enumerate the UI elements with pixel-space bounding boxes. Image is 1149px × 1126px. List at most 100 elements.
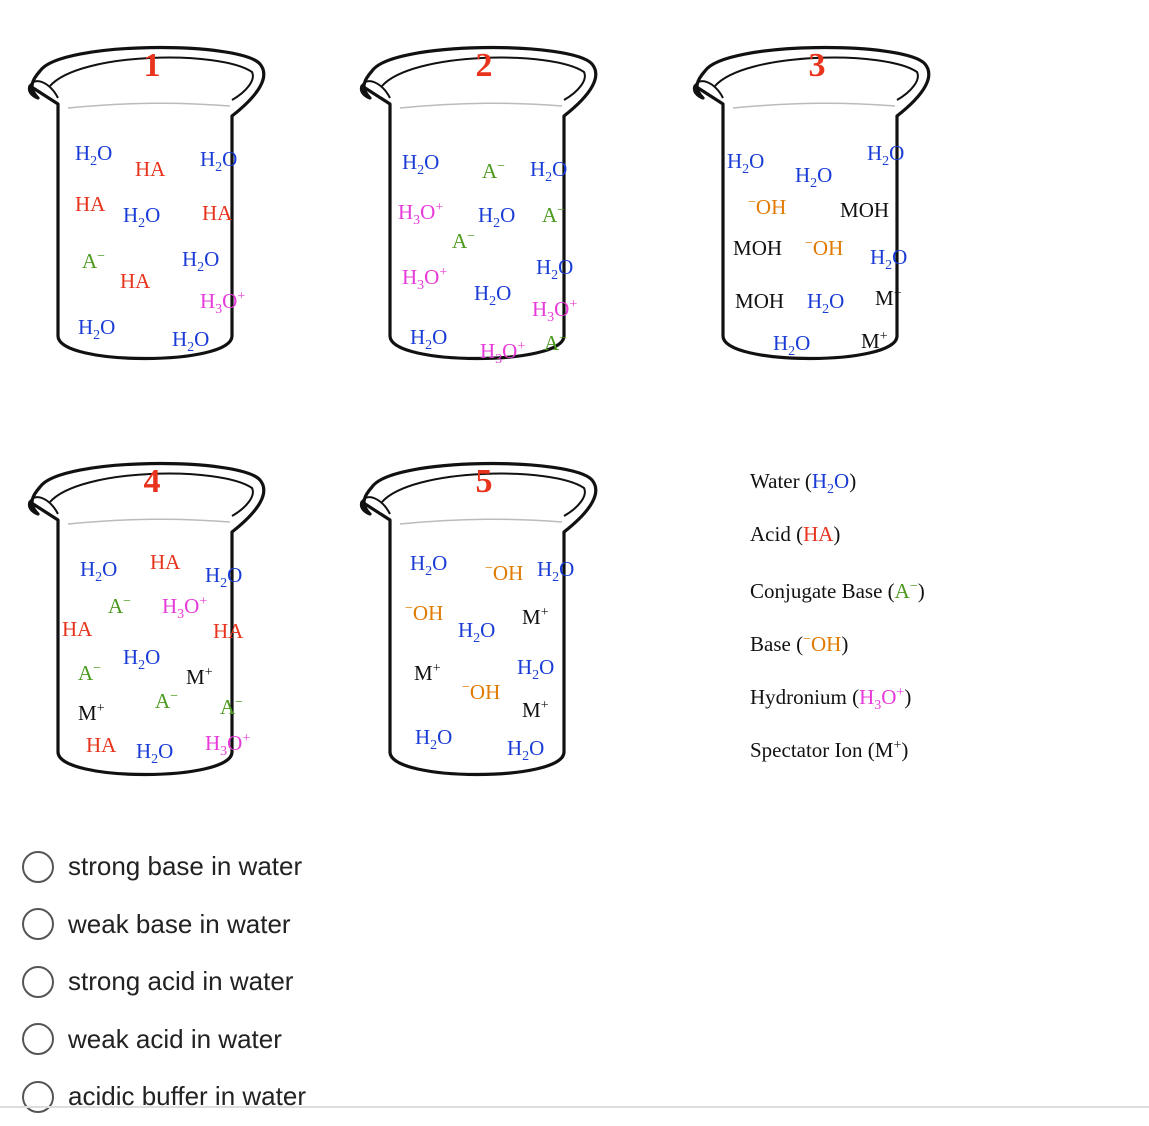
species-water: H2​O [773,331,810,359]
species-water: H2​O [458,618,495,646]
species-base: −​OH [748,195,786,219]
radio-button[interactable] [22,908,54,941]
beaker-spout [361,496,391,515]
species-hydronium: H3​O+​ [480,339,525,367]
legend-hydronium-formula: H3O+ [859,685,905,714]
liquid-surface [67,518,231,525]
beakers-diagram: 1H2​OHAH2​OHAH2​OHAA−​HAH2​OH3​O+​H2​OH2… [27,46,931,777]
species-conj_base: A−​ [108,594,131,618]
species-base: −​OH [462,680,500,704]
species-water: H2​O [478,203,515,231]
beaker-rim [381,472,586,517]
species-water: H2​O [402,150,439,178]
species-water: H2​O [867,141,904,169]
species-conj_base: A−​ [220,695,243,719]
species-conj_base: A−​ [542,203,565,227]
species-spectator: M+​ [78,701,105,725]
species-water: H2​O [507,736,544,764]
species-conj_base: A−​ [78,661,101,685]
species-spectator: M+​ [875,286,902,310]
legend-acid-name: Acid [750,522,791,546]
beaker-outline [359,462,598,777]
beaker-5: 5H2​O−​OHH2​O−​OHH2​OM+​M+​−​OHH2​OM+​H2… [359,462,598,777]
beaker-label: 3 [809,47,826,84]
option-acidic-buffer[interactable]: acidic buffer in water [22,1068,306,1126]
species-water: H2​O [200,147,237,175]
species-spectator: M+​ [522,605,549,629]
legend: Water (H2O) Acid (HA) Conjugate Base (A−… [750,466,925,784]
species-water: H2​O [80,557,117,585]
beaker-outline [359,46,598,361]
species-water: H2​O [205,563,242,591]
species-water: H2​O [530,157,567,185]
legend-base-formula: −OH [803,632,842,656]
option-weak-acid[interactable]: weak acid in water [22,1011,306,1069]
species-water: H2​O [536,255,573,283]
radio-button[interactable] [22,850,54,883]
beaker-outline [692,46,931,361]
species-base: −​OH [405,601,443,625]
species-conj_base: A−​ [482,159,505,183]
species-acid: HA [62,617,93,641]
option-strong-acid[interactable]: strong acid in water [22,953,306,1011]
species-water: H2​O [172,327,209,355]
liquid-surface [399,518,563,525]
species-water: H2​O [795,163,832,191]
legend-water: Water (H2O) [750,469,857,498]
legend-hydronium: Hydronium (H3O+) [750,685,912,714]
species-spectator: M+​ [186,665,213,689]
legend-water-formula: H2O [811,469,850,498]
legend-water-name: Water [750,469,800,493]
beaker-outline [27,462,266,777]
legend-conj-base-formula: A− [894,579,918,603]
legend-acid: Acid (HA) [750,522,841,546]
species-hydronium: H3​O+​ [205,731,250,759]
beaker-rim [714,56,919,101]
species-base: −​OH [805,236,843,260]
radio-button[interactable] [22,1023,54,1056]
option-label: weak acid in water [68,1023,282,1054]
beaker-rim [381,56,586,101]
beaker-4: 4H2​OHAH2​OA−​H3​O+​HAHAH2​OA−​M+​A−​A−​… [27,462,266,777]
species-water: H2​O [182,247,219,275]
legend-spectator: Spectator Ion (M+) [750,738,909,762]
species-acid: HA [120,269,151,293]
beaker-spout [29,496,59,515]
beaker-spout [694,80,724,99]
species-acid: HA [202,201,233,225]
option-label: weak base in water [68,908,291,939]
legend-base: Base (−OH) [750,632,849,656]
species-water: H2​O [537,557,574,585]
liquid-surface [399,102,563,109]
beaker-spout [361,80,391,99]
radio-button[interactable] [22,965,54,998]
species-water: H2​O [410,551,447,579]
species-conj_base: A−​ [82,249,105,273]
beaker-label: 2 [476,47,493,84]
option-label: strong acid in water [68,966,294,997]
beaker-rim [49,56,254,101]
option-strong-base[interactable]: strong base in water [22,838,306,896]
species-hydronium: H3​O+​ [398,200,443,228]
beaker-rim [49,472,254,517]
species-conj_base: A−​ [452,229,475,253]
legend-conj-base: Conjugate Base (A−) [750,579,925,603]
species-hydronium: H3​O+​ [532,297,577,325]
species-acid: HA [86,733,117,757]
species-acid: HA [150,550,181,574]
option-weak-base[interactable]: weak base in water [22,896,306,954]
beaker-1: 1H2​OHAH2​OHAH2​OHAA−​HAH2​OH3​O+​H2​OH2… [27,46,266,361]
species-spectator: M+​ [414,661,441,685]
legend-hydronium-name: Hydronium [750,685,847,709]
beaker-3: 3H2​OH2​OH2​O−​OHMOHMOH−​OHH2​OMOHH2​OM+… [692,46,931,361]
species-water: H2​O [136,739,173,767]
legend-base-name: Base [750,632,791,656]
species-base: −​OH [485,561,523,585]
species-water: H2​O [415,725,452,753]
species-water: H2​O [78,315,115,343]
species-spectator: MOH [840,198,889,222]
species-water: H2​O [517,655,554,683]
liquid-surface [732,102,896,109]
species-hydronium: H3​O+​ [200,289,245,317]
option-label: strong base in water [68,851,303,882]
